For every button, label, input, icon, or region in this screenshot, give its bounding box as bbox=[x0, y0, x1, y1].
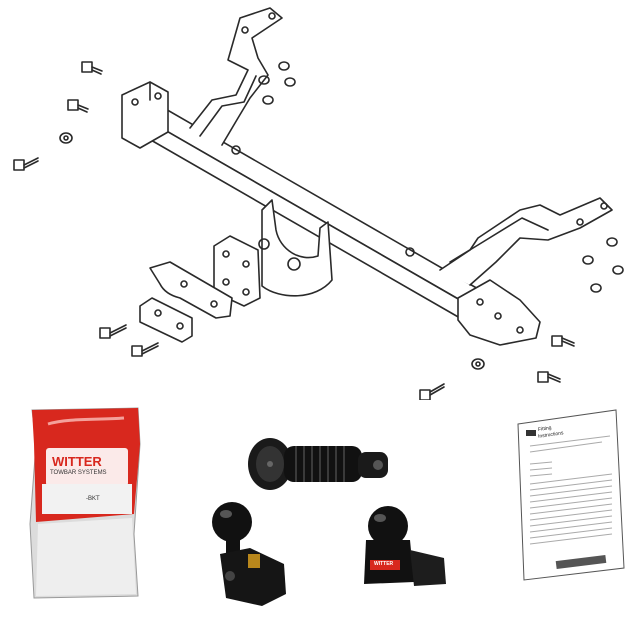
bolt-bottom-1 bbox=[99, 324, 127, 339]
bolt-right-2 bbox=[537, 371, 561, 383]
right-end-plate bbox=[457, 279, 541, 346]
bolt-top-left bbox=[81, 61, 103, 75]
bag-brand: WITTER bbox=[52, 454, 102, 469]
bolt-bottom-3 bbox=[419, 383, 445, 400]
electrical-socket bbox=[248, 438, 388, 490]
left-bracket-arm bbox=[189, 7, 283, 146]
fitting-instructions-sheet bbox=[517, 409, 625, 581]
socket-bracket bbox=[149, 261, 233, 319]
bolt-left-3 bbox=[13, 157, 39, 171]
cover-label: WITTER bbox=[374, 561, 394, 567]
bolt-bottom-2 bbox=[131, 342, 159, 357]
spacer-plate bbox=[139, 297, 193, 343]
fittings-bag bbox=[29, 407, 141, 599]
bag-code: -BKT bbox=[86, 496, 100, 502]
tow-ball-cover bbox=[364, 506, 446, 586]
right-bracket-arm bbox=[439, 197, 613, 286]
neck-mount bbox=[258, 199, 333, 297]
left-end-plate bbox=[121, 81, 169, 149]
bolt-left-2 bbox=[67, 99, 89, 113]
bag-subtitle: TOWBAR SYSTEMS bbox=[50, 470, 107, 476]
towbar-exploded-diagram bbox=[13, 7, 624, 400]
tow-ball-neck bbox=[212, 502, 286, 606]
bolt-right-1 bbox=[551, 335, 575, 347]
washers-nuts bbox=[59, 61, 624, 370]
